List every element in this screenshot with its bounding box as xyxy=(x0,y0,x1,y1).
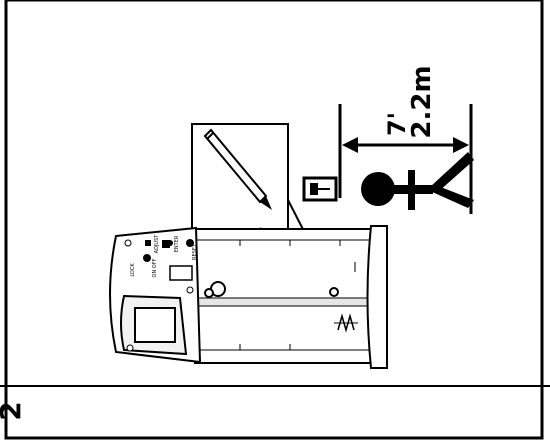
person-icon xyxy=(361,152,474,210)
mount-hole-left xyxy=(204,281,226,298)
height-imperial: 7' xyxy=(383,112,411,136)
mount-hole-right xyxy=(329,287,339,297)
spring-icon xyxy=(334,313,358,333)
control-unit xyxy=(109,226,202,364)
label-lock: LOCK xyxy=(130,263,136,277)
fixture-body xyxy=(194,228,374,364)
height-metric: 2.2m xyxy=(407,65,437,138)
step-number: 2 xyxy=(0,401,27,420)
label-on-off: ON OFF xyxy=(152,258,158,277)
label-reset: RESET xyxy=(192,243,198,260)
label-enter: ENTER xyxy=(174,235,180,252)
wall-switch-icon xyxy=(302,176,338,202)
label-adjust: ADJUST xyxy=(154,234,160,254)
pencil-icon xyxy=(203,128,272,210)
fixture-end-cap xyxy=(366,225,388,369)
